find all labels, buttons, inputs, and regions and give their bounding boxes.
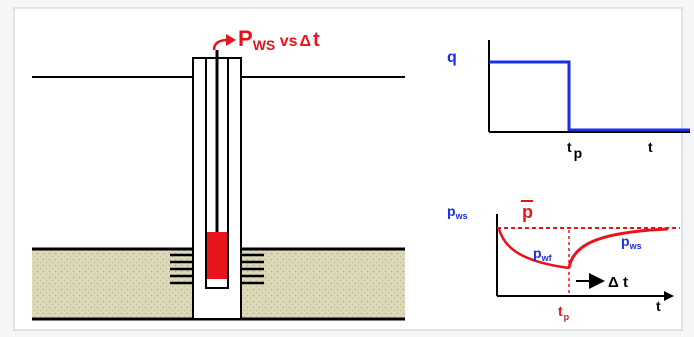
delta-t-label: Δ t — [608, 274, 628, 291]
pressure-x-label: t — [656, 298, 661, 314]
rate-y-label: q — [447, 49, 457, 66]
pbar-label: p — [522, 202, 533, 222]
rate-x-label: t — [648, 139, 653, 155]
pressure-axis-arrow — [664, 291, 674, 301]
pressure-history-plot: Δ t pws p pwf pws tp t — [447, 200, 680, 322]
pressure-tp-label: tp — [558, 303, 570, 322]
buildup-curve — [567, 227, 669, 269]
signal-arrow-head — [226, 34, 236, 46]
pwf-label: pwf — [533, 245, 553, 263]
signal-arrow — [212, 38, 229, 51]
pressure-gauge — [207, 232, 227, 279]
rate-step-line — [489, 60, 690, 132]
drawdown-curve — [497, 228, 570, 270]
pressure-y-label: pws — [447, 203, 468, 221]
perforations-right — [241, 253, 264, 285]
perforations-left — [170, 253, 193, 285]
pws-label: pws — [621, 233, 642, 251]
